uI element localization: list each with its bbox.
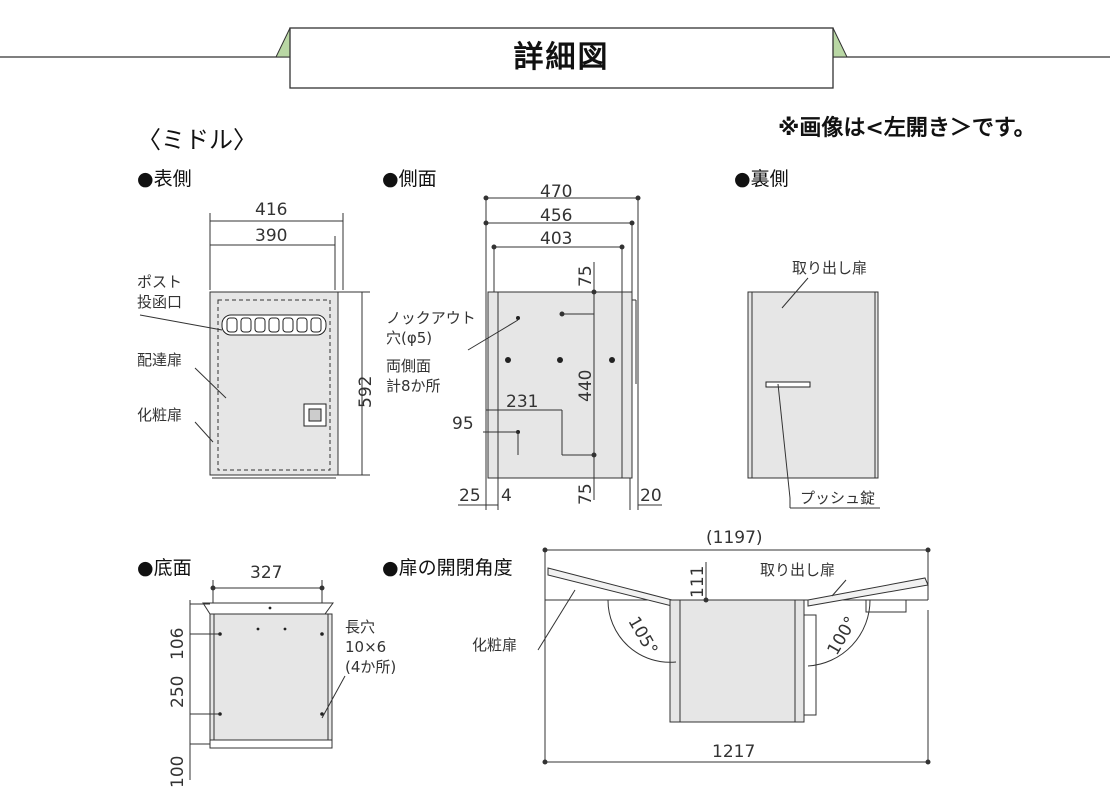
dim-bottom-100: 100 xyxy=(168,755,188,788)
label-knockout-1: ノックアウト xyxy=(386,309,476,327)
front-view-drawing xyxy=(139,213,370,479)
dim-side-440: 440 xyxy=(576,369,596,402)
door-angle-drawing xyxy=(537,547,931,765)
dim-door-total-width: 1217 xyxy=(712,742,756,762)
label-slot-1: 長穴 xyxy=(345,618,376,636)
label-knockout-4: 計8か所 xyxy=(386,377,441,395)
dim-side-25: 25 xyxy=(459,486,481,506)
label-door-removal: 取り出し扉 xyxy=(760,561,836,579)
label-post-slot-1: ポスト xyxy=(137,273,183,291)
dim-door-111: 111 xyxy=(688,565,708,598)
dim-bottom-106: 106 xyxy=(168,627,188,660)
dim-side-231: 231 xyxy=(506,392,539,412)
label-removal-door: 取り出し扉 xyxy=(792,259,868,277)
bottom-view-drawing xyxy=(189,580,346,780)
dim-door-open-width: (1197) xyxy=(706,528,763,548)
dim-side-20: 20 xyxy=(640,486,662,506)
back-view-drawing xyxy=(747,277,880,509)
label-post-slot-2: 投函口 xyxy=(137,293,183,311)
dim-side-95: 95 xyxy=(452,414,474,434)
label-door-cosmetic: 化粧扉 xyxy=(472,636,518,654)
label-delivery-door: 配達扉 xyxy=(137,351,183,369)
page-title: 詳細図 xyxy=(513,40,610,75)
section-side: ●側面 xyxy=(382,168,437,190)
header-banner xyxy=(0,27,1110,89)
label-cosmetic-door: 化粧扉 xyxy=(137,406,183,424)
label-push-lock: プッシュ錠 xyxy=(800,489,876,507)
section-back: ●裏側 xyxy=(734,168,789,190)
label-knockout-3: 両側面 xyxy=(386,357,432,375)
dim-side-456: 456 xyxy=(540,206,573,226)
model-subtitle: 〈ミドル〉 xyxy=(137,126,257,154)
label-slot-3: (4か所) xyxy=(345,658,397,676)
dim-front-inner-width: 390 xyxy=(255,226,288,246)
section-door-angle: ●扉の開閉角度 xyxy=(382,557,513,579)
label-slot-2: 10×6 xyxy=(345,638,387,656)
dim-bottom-width: 327 xyxy=(250,563,283,583)
dim-side-top-75: 75 xyxy=(576,265,596,287)
dim-side-403: 403 xyxy=(540,229,573,249)
dim-bottom-250: 250 xyxy=(168,675,188,708)
dim-side-4: 4 xyxy=(501,486,512,506)
label-knockout-2: 穴(φ5) xyxy=(386,329,433,347)
orientation-note: ※画像は<左開き＞です。 xyxy=(778,116,1036,141)
dim-side-470: 470 xyxy=(540,182,573,202)
side-view-drawing xyxy=(458,195,662,510)
dim-front-height: 592 xyxy=(356,375,376,408)
section-front: ●表側 xyxy=(137,168,192,190)
dim-front-outer-width: 416 xyxy=(255,200,288,220)
dim-side-bottom-75: 75 xyxy=(576,483,596,505)
section-bottom: ●底面 xyxy=(137,557,192,579)
